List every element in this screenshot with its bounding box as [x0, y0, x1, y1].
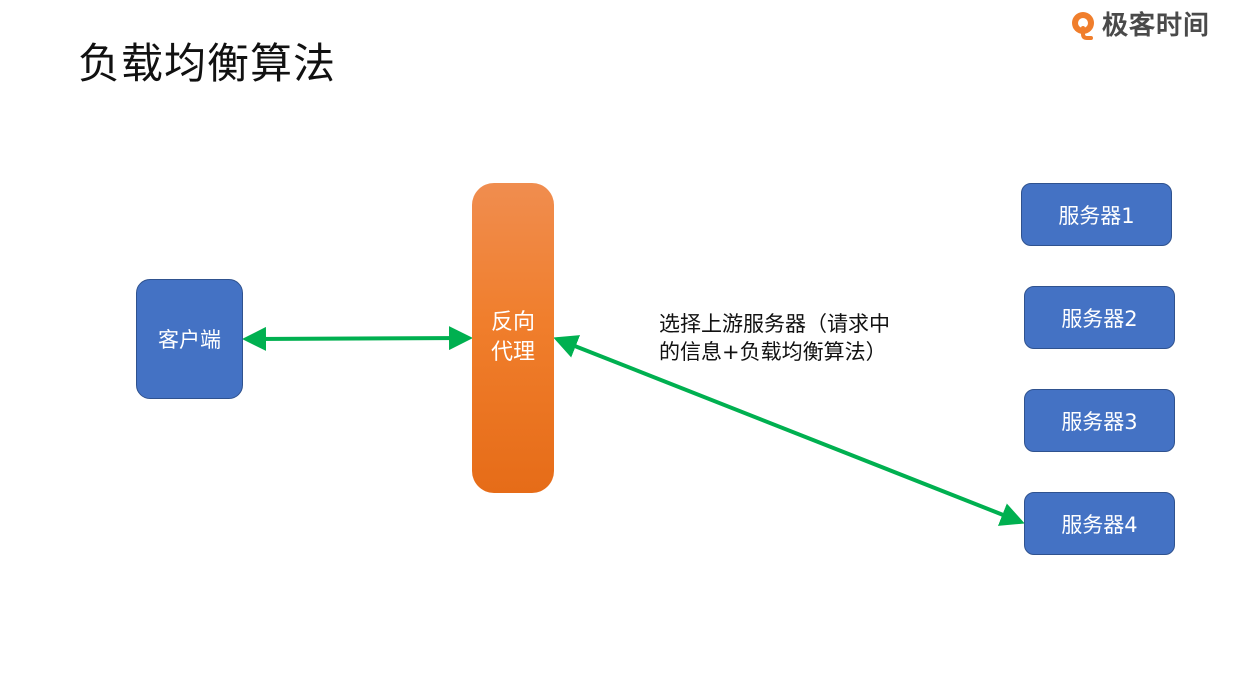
server-label: 服务器2: [1061, 306, 1138, 331]
reverse-proxy-node: 反向 代理: [472, 183, 554, 493]
geektime-logo: 极客时间: [1070, 5, 1210, 42]
server-node-1: 服务器1: [1021, 183, 1172, 246]
annotation-line2: 的信息+负载均衡算法）: [659, 340, 887, 364]
routing-annotation: 选择上游服务器（请求中 的信息+负载均衡算法）: [659, 310, 890, 366]
server-node-3: 服务器3: [1024, 389, 1175, 452]
server-node-4: 服务器4: [1024, 492, 1175, 555]
server-label: 服务器4: [1061, 512, 1138, 537]
server-node-2: 服务器2: [1024, 286, 1175, 349]
proxy-label-line2: 代理: [490, 340, 535, 365]
server-label: 服务器3: [1061, 409, 1138, 434]
client-proxy-arrow: [242, 326, 473, 351]
proxy-label-line1: 反向: [490, 310, 535, 335]
geektime-logo-icon: [1070, 11, 1096, 40]
logo-text: 极客时间: [1102, 11, 1211, 41]
slide-title: 负载均衡算法: [78, 39, 337, 88]
proxy-server4-arrow: [553, 335, 1025, 526]
annotation-line1: 选择上游服务器（请求中: [659, 312, 890, 336]
client-label: 客户端: [158, 328, 221, 352]
client-node: 客户端: [136, 279, 243, 399]
server-label: 服务器1: [1058, 203, 1135, 228]
